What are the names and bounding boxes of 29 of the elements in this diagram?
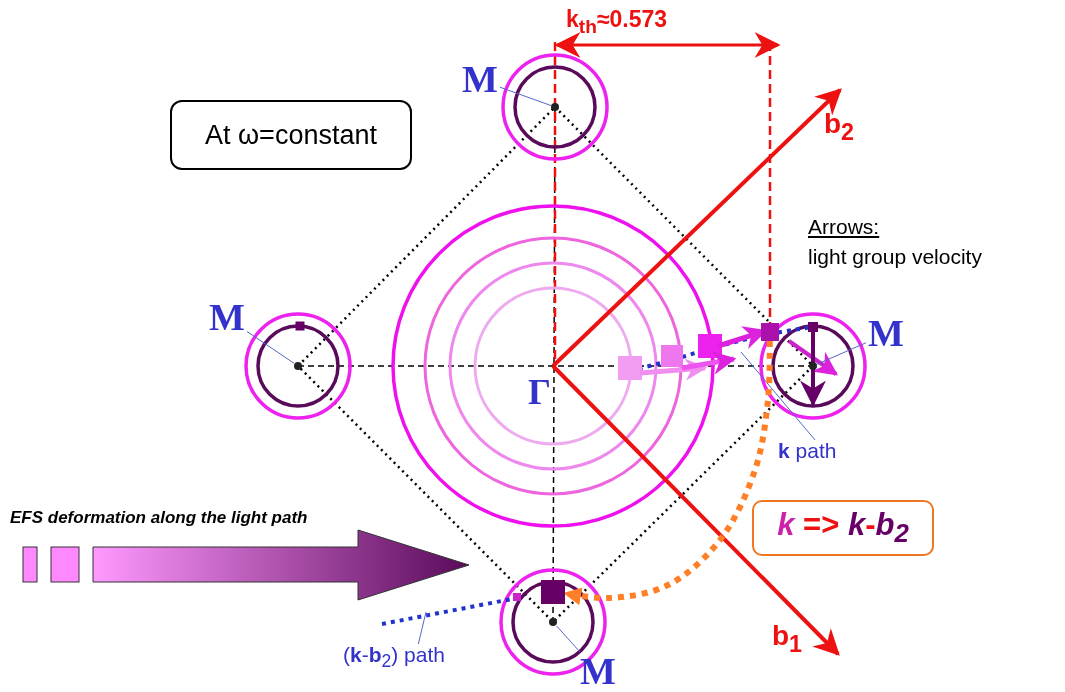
legend-text: light group velocity <box>808 246 982 267</box>
leader-line <box>499 86 552 107</box>
leader-line <box>740 351 816 441</box>
legend-heading: Arrows: <box>808 216 880 237</box>
leader-line <box>556 625 581 653</box>
box-text: k => k-b$_{2}$ <box>777 507 909 549</box>
state-marker <box>541 580 565 604</box>
point-label: Γ <box>528 374 551 410</box>
point-marker <box>809 362 817 370</box>
vector-label: b$_{1}$ <box>772 622 803 656</box>
point-label: M <box>866 314 906 354</box>
point-marker <box>294 362 302 370</box>
point-label: M <box>578 652 618 692</box>
leader-line <box>246 331 295 364</box>
point-marker <box>549 618 557 626</box>
dimension-label: k$_{th}$≈0.573 <box>566 8 668 36</box>
point-label: M <box>460 60 500 100</box>
point-label: M <box>207 298 247 338</box>
point-marker <box>551 103 559 111</box>
caption-text: EFS deformation along the light path <box>10 509 308 526</box>
path-label: k path <box>778 440 874 466</box>
leader-line <box>816 342 867 365</box>
state-marker <box>761 323 779 341</box>
label-box <box>752 500 934 556</box>
label-box <box>170 100 412 170</box>
leader-line <box>417 611 427 645</box>
path-label: (k-b$_{2}$) path <box>343 644 487 672</box>
vector-label: b$_{2}$ <box>824 110 855 144</box>
box-text: At ω=constant <box>205 119 377 151</box>
